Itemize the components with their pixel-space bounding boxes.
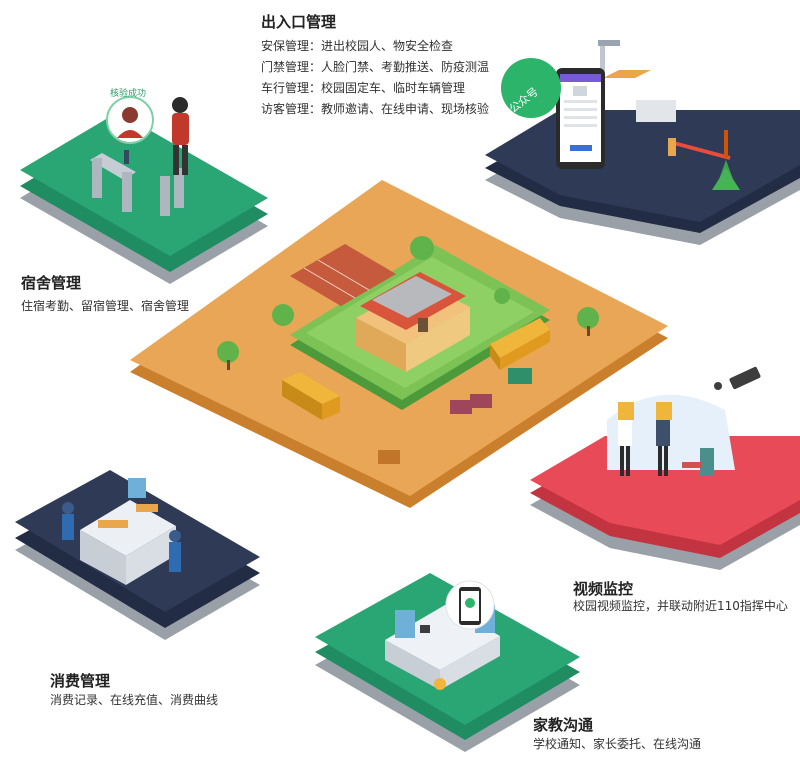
campus-trees bbox=[217, 236, 599, 370]
video-description: 校园视频监控，并联动附近110指挥中心 bbox=[573, 599, 788, 613]
entrance-platform bbox=[485, 110, 800, 245]
consumption-title: 消费管理 bbox=[50, 672, 111, 690]
parking-cars bbox=[378, 368, 532, 464]
surveillance-scene bbox=[607, 394, 735, 476]
cctv-camera-icon bbox=[714, 366, 761, 390]
consumption-description: 消费记录、在线充值、消费曲线 bbox=[50, 693, 219, 707]
face-verify-bubble bbox=[106, 96, 154, 144]
verify-success-label: 核验成功 bbox=[110, 89, 147, 99]
dorm-title: 宿舍管理 bbox=[21, 274, 82, 292]
entrance-title: 出入口管理 bbox=[261, 13, 337, 31]
turnstile-illustration bbox=[90, 97, 189, 216]
entrance-description: 安保管理：进出校园人、物安全检查 门禁管理：人脸门禁、考勤推送、防疫测温 车行管… bbox=[261, 36, 489, 120]
school-building bbox=[356, 272, 470, 372]
home-school-description: 学校通知、家长委托、在线沟通 bbox=[533, 737, 702, 751]
basketball-court bbox=[290, 244, 396, 306]
wechat-badge-icon: 公众号 bbox=[501, 58, 561, 118]
dorm-platform bbox=[20, 112, 268, 284]
home-school-title: 家教沟通 bbox=[533, 716, 594, 734]
entrance-line-security: 安保管理：进出校园人、物安全检查 bbox=[261, 39, 454, 53]
entrance-line-access: 门禁管理：人脸门禁、考勤推送、防疫测温 bbox=[261, 60, 490, 74]
school-bus-right bbox=[490, 318, 550, 370]
canteen-counter bbox=[62, 478, 181, 585]
phone-illustration bbox=[556, 68, 605, 169]
wechat-badge-label: 公众号 bbox=[506, 85, 541, 116]
phone-chat-icon bbox=[445, 580, 495, 630]
video-title: 视频监控 bbox=[573, 580, 634, 598]
school-bus-left bbox=[282, 372, 340, 420]
entrance-line-vehicle: 车行管理：校园固定车、临时车辆管理 bbox=[261, 81, 466, 95]
dorm-description: 住宿考勤、留宿管理、宿舍管理 bbox=[21, 299, 190, 313]
entrance-line-visitor: 访客管理：教师邀请、在线申请、现场核验 bbox=[261, 102, 490, 116]
